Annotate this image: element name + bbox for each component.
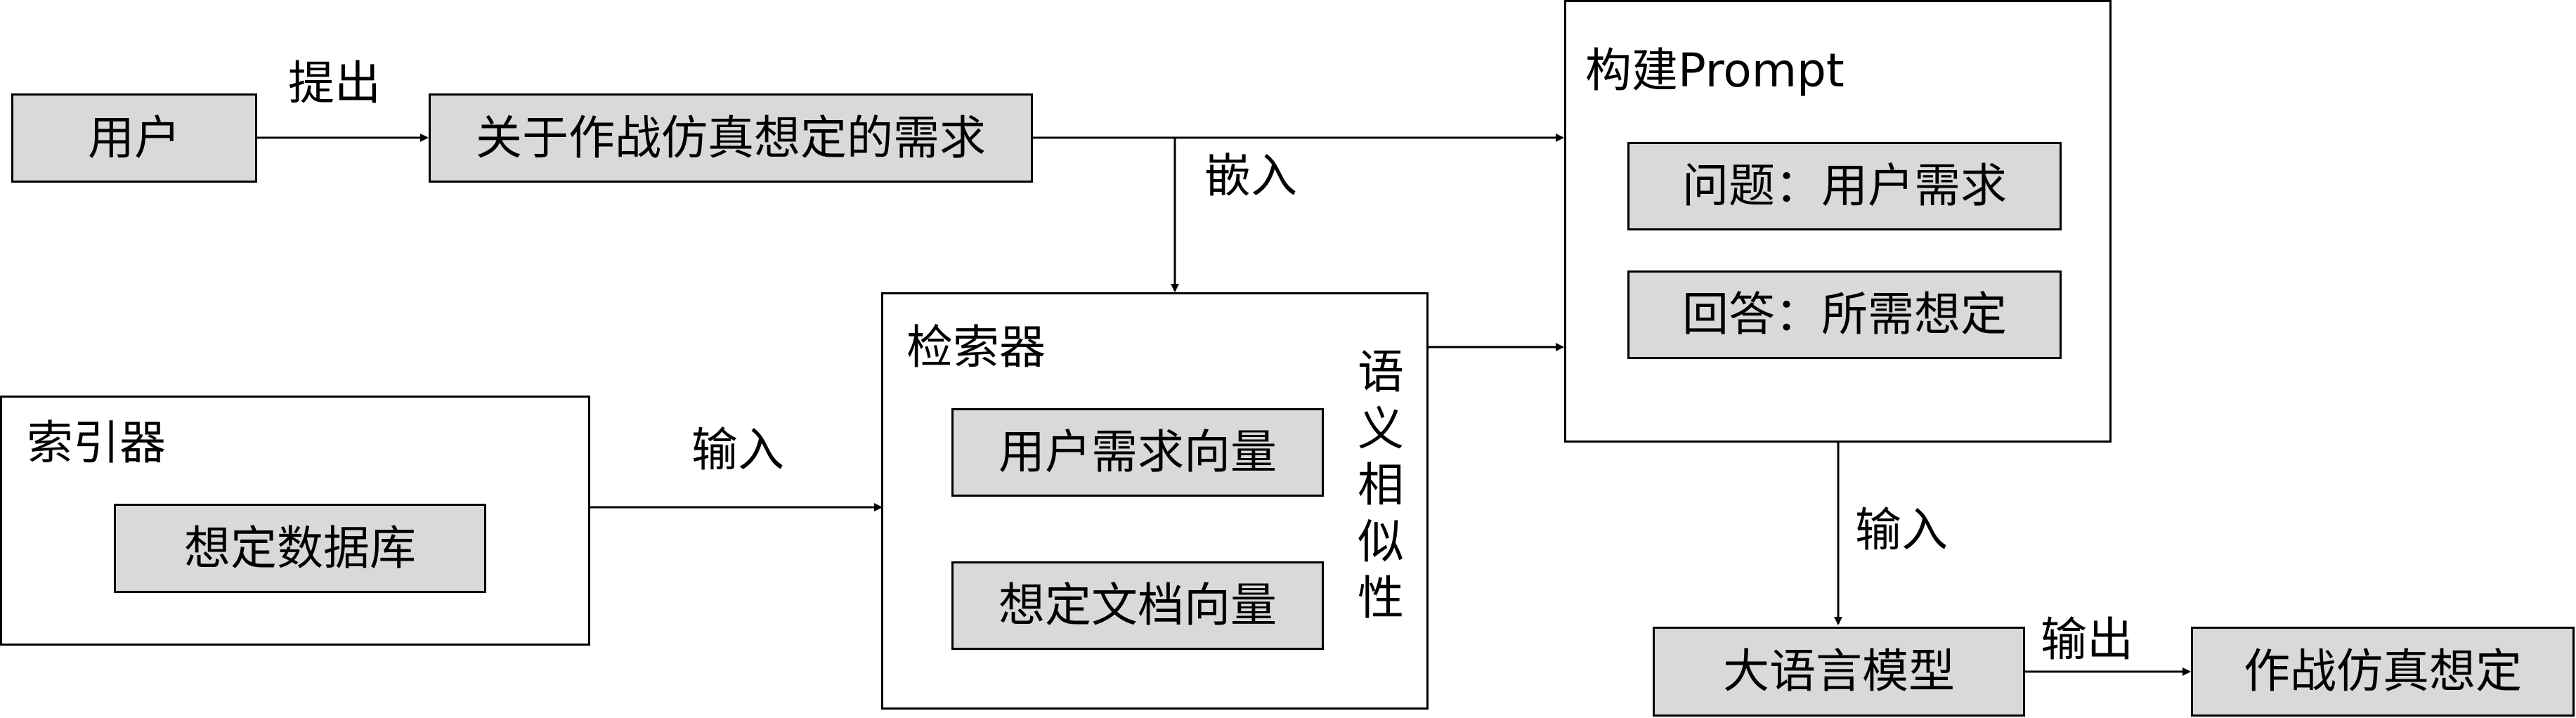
- scenario-db-node: 想定数据库: [114, 504, 486, 593]
- user-vector-node: 用户需求向量: [951, 408, 1324, 497]
- doc-vector-node: 想定文档向量: [951, 561, 1324, 650]
- edge-label-propose: 提出: [288, 56, 381, 110]
- requirement-node: 关于作战仿真想定的需求: [429, 93, 1033, 183]
- user-label: 用户: [88, 110, 181, 165]
- user-vector-label: 用户需求向量: [998, 425, 1277, 479]
- indexer-title: 索引器: [27, 416, 166, 470]
- user-node: 用户: [11, 93, 257, 183]
- question-label: 问题：用户需求: [1682, 159, 2007, 213]
- doc-vector-label: 想定文档向量: [998, 578, 1277, 632]
- semantic-similarity-label: 语义相似性: [1358, 345, 1404, 626]
- llm-node: 大语言模型: [1653, 627, 2025, 717]
- edge-label-input-llm: 输入: [1855, 503, 1948, 557]
- requirement-label: 关于作战仿真想定的需求: [476, 110, 986, 165]
- result-node: 作战仿真想定: [2191, 627, 2575, 717]
- answer-label: 回答：所需想定: [1682, 287, 2007, 341]
- scenario-db-label: 想定数据库: [184, 521, 416, 575]
- prompt-container-title: 构建Prompt: [1585, 44, 1845, 98]
- llm-label: 大语言模型: [1723, 644, 1955, 698]
- question-node: 问题：用户需求: [1627, 142, 2062, 230]
- edge-label-input-index: 输入: [691, 423, 784, 477]
- result-label: 作战仿真想定: [2244, 644, 2522, 698]
- retriever-title: 检索器: [906, 320, 1046, 374]
- answer-node: 回答：所需想定: [1627, 270, 2062, 359]
- edge-label-output: 输出: [2041, 613, 2133, 667]
- edge-label-embed: 嵌入: [1204, 149, 1297, 203]
